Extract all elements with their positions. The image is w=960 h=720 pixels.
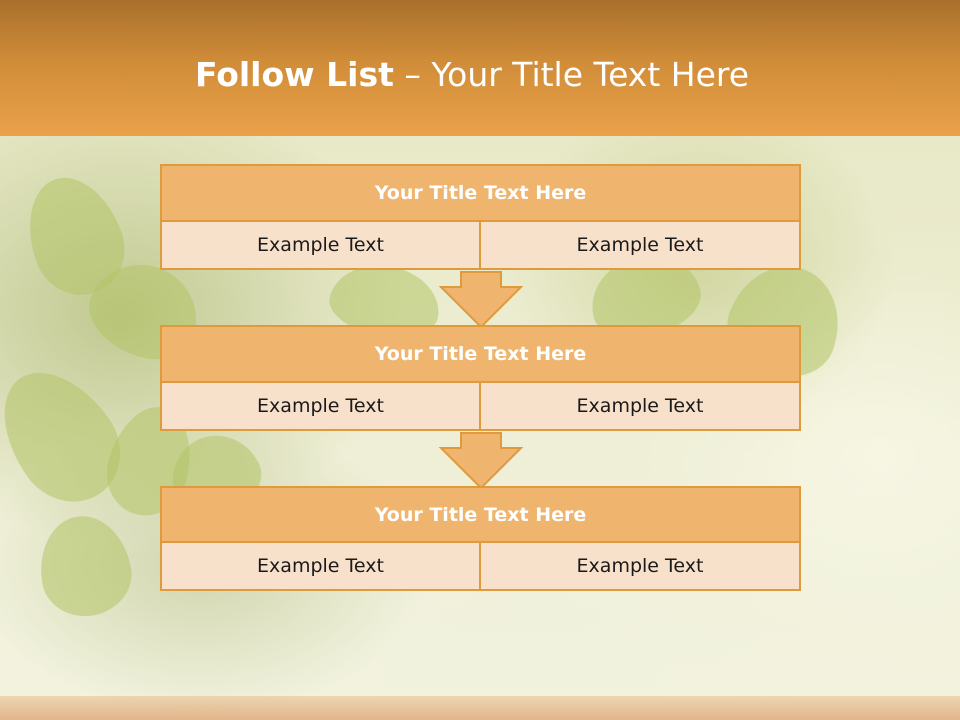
block-title[interactable]: Your Title Text Here — [160, 486, 801, 544]
block-cell-right[interactable]: Example Text — [479, 541, 801, 591]
down-arrow-icon — [438, 432, 524, 490]
block-cell-left[interactable]: Example Text — [160, 541, 481, 591]
title-bold: Follow List — [194, 55, 394, 94]
block-cell-left[interactable]: Example Text — [160, 220, 481, 270]
down-arrow-icon — [438, 271, 524, 329]
flow-block-1: Your Title Text Here Example Text Exampl… — [160, 164, 801, 272]
title-rest: – Your Title Text Here — [393, 55, 750, 94]
block-title[interactable]: Your Title Text Here — [160, 325, 801, 383]
flow-block-3: Your Title Text Here Example Text Exampl… — [160, 486, 801, 594]
flow-block-2: Your Title Text Here Example Text Exampl… — [160, 325, 801, 433]
block-title[interactable]: Your Title Text Here — [160, 164, 801, 222]
block-cell-left[interactable]: Example Text — [160, 381, 481, 431]
block-cell-right[interactable]: Example Text — [479, 381, 801, 431]
footer-band — [0, 696, 960, 720]
slide-title: Follow List – Your Title Text Here — [0, 52, 944, 98]
header-band — [0, 0, 960, 136]
block-cell-right[interactable]: Example Text — [479, 220, 801, 270]
